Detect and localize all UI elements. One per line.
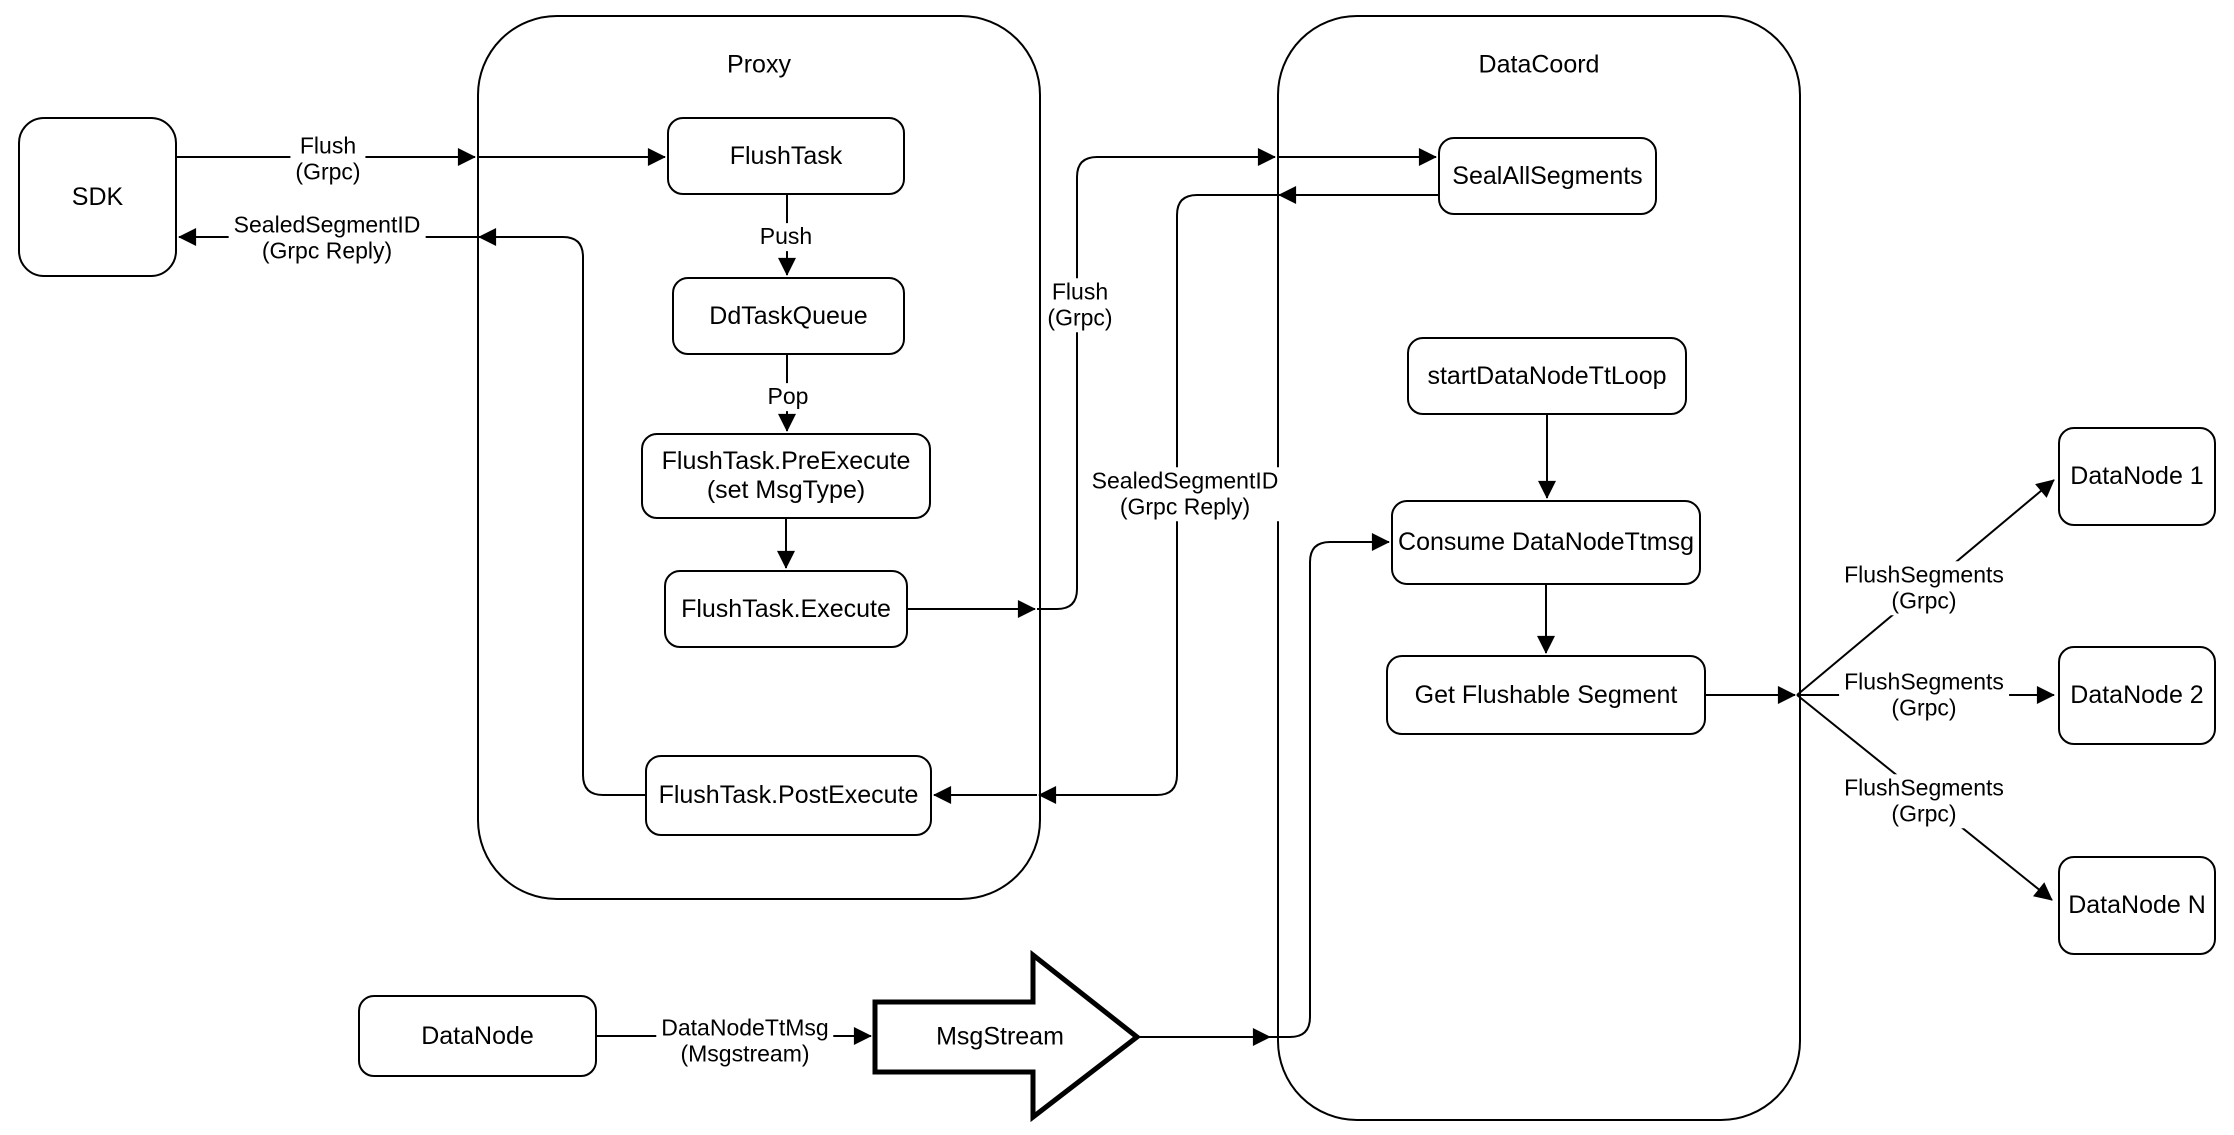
node-flushtask-postexecute: FlushTask.PostExecute <box>645 755 932 836</box>
edge-label-sealedsegmentid-sdk: SealedSegmentID (Grpc Reply) <box>228 211 426 265</box>
node-flushtask: FlushTask <box>667 117 905 195</box>
container-proxy: Proxy <box>477 15 1041 900</box>
node-ddtaskqueue: DdTaskQueue <box>672 277 905 355</box>
edge-label-datanodettmsg: DataNodeTtMsg (Msgstream) <box>656 1014 834 1068</box>
container-datacoord: DataCoord <box>1277 15 1801 1121</box>
container-datacoord-title: DataCoord <box>1478 50 1600 79</box>
msgstream-label: MsgStream <box>936 1022 1064 1051</box>
edge-label-sealedsegmentid-mid: SealedSegmentID (Grpc Reply) <box>1086 467 1284 521</box>
edge-flush-grpc-up <box>1037 148 1276 610</box>
node-consume-datanodettmsg: Consume DataNodeTtmsg <box>1391 500 1701 585</box>
edge-postexecute-reply-up <box>478 228 645 796</box>
container-proxy-title: Proxy <box>727 50 791 79</box>
edge-label-flushsegments-2: FlushSegments (Grpc) <box>1839 668 2009 722</box>
node-startdatanodettloop: startDataNodeTtLoop <box>1407 337 1687 415</box>
edge-label-pop: Pop <box>762 383 814 411</box>
node-datanode-n: DataNode N <box>2058 856 2216 955</box>
edge-label-push: Push <box>754 223 818 251</box>
node-sdk: SDK <box>18 117 177 277</box>
node-datanode-2: DataNode 2 <box>2058 646 2216 745</box>
edge-label-flushsegments-1: FlushSegments (Grpc) <box>1839 561 2009 615</box>
node-flushtask-execute: FlushTask.Execute <box>664 570 908 648</box>
msgstream-arrow-shape <box>872 949 1142 1123</box>
node-datanode-source: DataNode <box>358 995 597 1077</box>
edge-msgstream-up-to-consume <box>1270 533 1390 1038</box>
node-sealallsegments: SealAllSegments <box>1438 137 1657 215</box>
edge-label-flush-grpc-sdk: Flush (Grpc) <box>290 132 366 186</box>
node-flushtask-preexecute: FlushTask.PreExecute (set MsgType) <box>641 433 931 519</box>
edge-label-flushsegments-3: FlushSegments (Grpc) <box>1839 774 2009 828</box>
edge-label-flush-grpc-mid: Flush (Grpc) <box>1042 278 1118 332</box>
node-datanode-1: DataNode 1 <box>2058 427 2216 526</box>
node-get-flushable-segment: Get Flushable Segment <box>1386 655 1706 735</box>
